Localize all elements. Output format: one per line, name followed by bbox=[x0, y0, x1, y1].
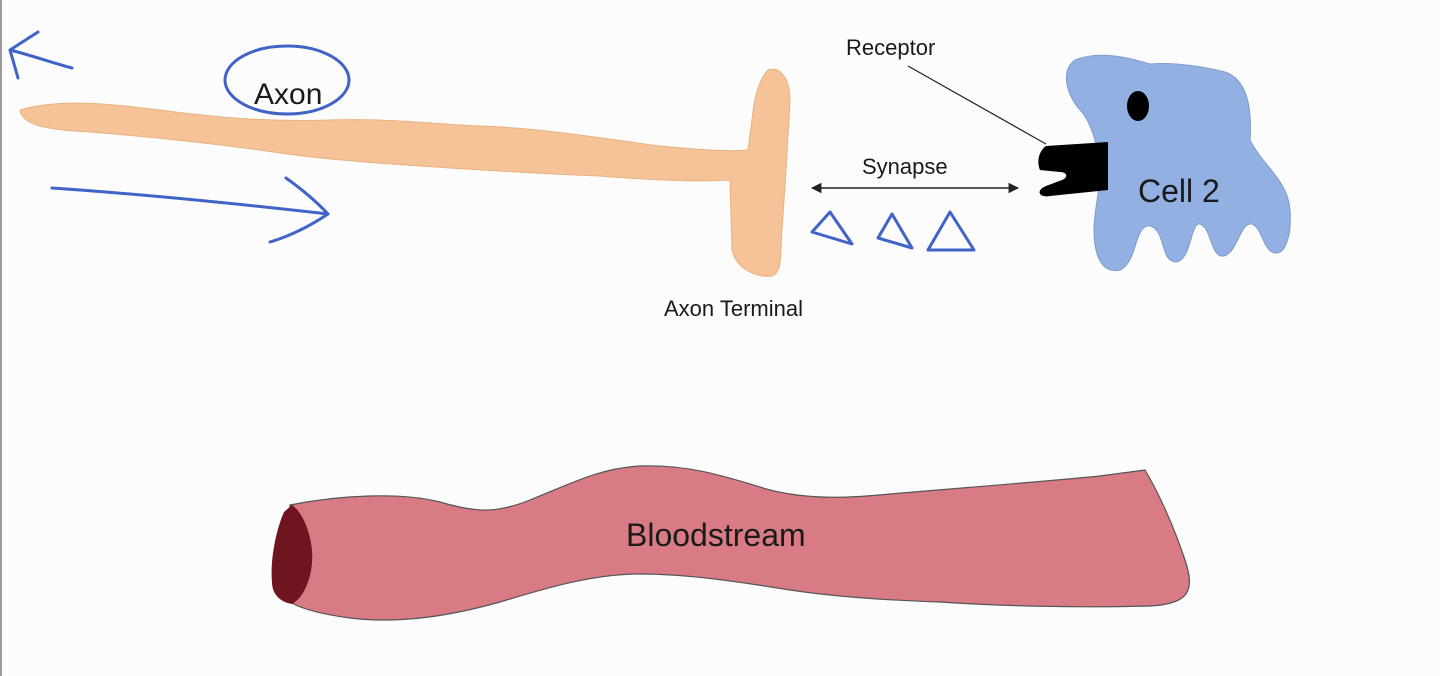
right-arrow-icon bbox=[50, 176, 330, 244]
axon-terminal-label: Axon Terminal bbox=[664, 296, 803, 321]
cell-2-nucleus bbox=[1127, 91, 1149, 121]
receptor-label: Receptor bbox=[846, 35, 935, 60]
axon-label: Axon bbox=[254, 78, 322, 111]
neurotransmitter-triangle bbox=[810, 210, 854, 246]
bloodstream-opening bbox=[271, 505, 313, 604]
cell-2-label: Cell 2 bbox=[1138, 173, 1220, 209]
axon-shape bbox=[19, 68, 791, 277]
neurotransmitter-triangle bbox=[876, 212, 914, 250]
cell-2-shape bbox=[1065, 54, 1291, 272]
bloodstream-label: Bloodstream bbox=[626, 517, 806, 553]
left-arrow-icon bbox=[8, 30, 74, 80]
synapse-label: Synapse bbox=[862, 154, 948, 179]
axon-circle-annotation bbox=[223, 44, 351, 116]
receptor-pointer bbox=[907, 65, 1047, 145]
bloodstream-vessel bbox=[289, 465, 1191, 621]
receptor-shape bbox=[1038, 142, 1108, 197]
neurotransmitter-triangle bbox=[926, 210, 976, 252]
